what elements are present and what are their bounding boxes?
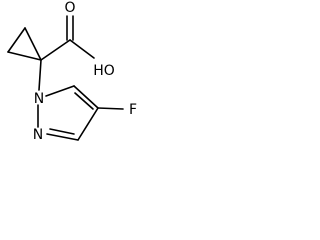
- bond-c-hydroxyl: [69, 39, 95, 59]
- bond-c-carboxyl: [40, 39, 71, 61]
- bond-cp-top-quaternary: [24, 27, 42, 61]
- bond-c3-n2: [46, 133, 79, 141]
- bond-n1-c5: [45, 85, 75, 97]
- bond-cp-top-left: [7, 27, 26, 53]
- hydroxyl-label: HO: [93, 63, 115, 79]
- bond-c4-f: [97, 107, 124, 110]
- cyclopropane-ring: [7, 27, 42, 61]
- bond-c4-c3: [77, 107, 99, 141]
- pyrazole-n2-label: N: [33, 127, 43, 143]
- carboxylic-acid-group: [40, 15, 95, 61]
- molecule-structure: O HO N N F: [7, 0, 137, 143]
- pyrazole-ring: [37, 85, 124, 141]
- bond-quaternary-n1: [38, 59, 42, 91]
- bond-cp-left-bottom: [7, 51, 42, 61]
- bond-c5-c4: [73, 85, 99, 109]
- bond-c5-c4-inner: [74, 92, 94, 110]
- bond-c3-n2-inner: [49, 128, 75, 135]
- fluorine-label: F: [129, 102, 137, 118]
- carbonyl-oxygen-label: O: [64, 0, 75, 16]
- pyrazole-n1-label: N: [34, 91, 44, 107]
